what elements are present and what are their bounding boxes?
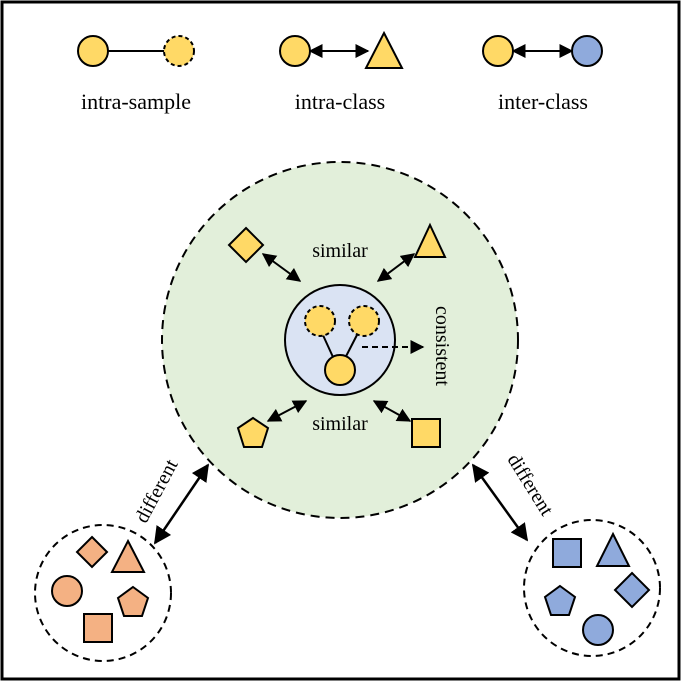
yellow-triangle-icon xyxy=(413,222,447,258)
center-cluster: consistent similar similar xyxy=(161,161,519,519)
legend-label-intra-sample: intra-sample xyxy=(81,89,191,114)
blue-circle-icon xyxy=(582,614,614,646)
legend-yellow-circle-icon xyxy=(482,35,514,67)
legend-yellow-circle-icon xyxy=(77,35,109,67)
legend-label-intra-class: intra-class xyxy=(295,89,385,114)
similar-arrow-top-right xyxy=(376,253,416,282)
orange-triangle-icon xyxy=(110,538,146,573)
legend-triangle-icon xyxy=(364,30,404,69)
blue-pentagon-icon xyxy=(543,584,577,616)
similar-arrow-bottom-right xyxy=(372,400,412,422)
legend-intra-sample: intra-sample xyxy=(77,35,195,114)
yellow-diamond-icon xyxy=(227,226,265,264)
blue-square-icon xyxy=(552,538,582,568)
consistent-label: consistent xyxy=(431,306,453,386)
orange-diamond-icon xyxy=(75,535,109,569)
legend-intra-class: intra-class xyxy=(279,30,404,114)
blue-triangle-icon xyxy=(595,531,631,567)
different-arrow-right xyxy=(471,463,529,542)
augmented-view-left-icon xyxy=(304,305,336,337)
left-cluster: different xyxy=(34,455,210,662)
augmented-view-right-icon xyxy=(348,305,380,337)
blue-diamond-icon xyxy=(613,571,651,609)
orange-square-icon xyxy=(83,613,113,643)
similar-label-bottom: similar xyxy=(312,413,368,435)
legend-blue-circle-icon xyxy=(571,35,603,67)
legend-inter-class: inter-class xyxy=(482,35,603,114)
similar-arrow-bottom-left xyxy=(266,400,308,422)
similar-arrow-top-left xyxy=(261,253,302,282)
similar-label-top: similar xyxy=(312,240,368,262)
legend-label-inter-class: inter-class xyxy=(498,89,588,114)
legend-yellow-circle-icon xyxy=(279,35,311,67)
orange-pentagon-icon xyxy=(116,585,150,617)
legend-dashed-circle-icon xyxy=(163,35,195,67)
anchor-circle-icon xyxy=(324,354,356,386)
different-arrow-left xyxy=(153,463,210,545)
yellow-pentagon-icon xyxy=(236,416,270,448)
orange-circle-icon xyxy=(51,575,83,607)
yellow-square-icon xyxy=(411,418,441,448)
legend: intra-sample intra-class inter-class xyxy=(77,30,603,114)
